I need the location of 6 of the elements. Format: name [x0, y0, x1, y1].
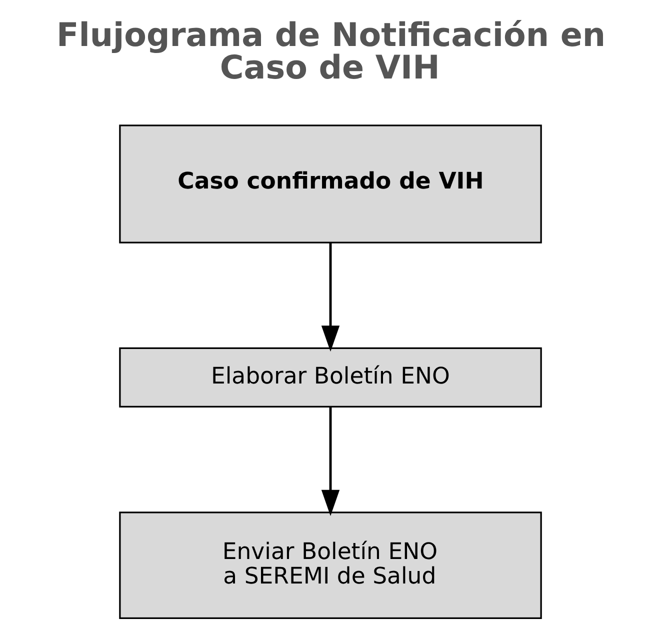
node-box: Caso confirmado de VIH	[118, 124, 542, 244]
node-box: Enviar Boletín ENO a SEREMI de Salud	[118, 512, 542, 619]
arrow	[320, 407, 340, 516]
node-box: Elaborar Boletín ENO	[118, 347, 542, 408]
diagram-title: Flujograma de Notificación en Caso de VIH	[56, 16, 606, 86]
arrow	[320, 242, 340, 352]
